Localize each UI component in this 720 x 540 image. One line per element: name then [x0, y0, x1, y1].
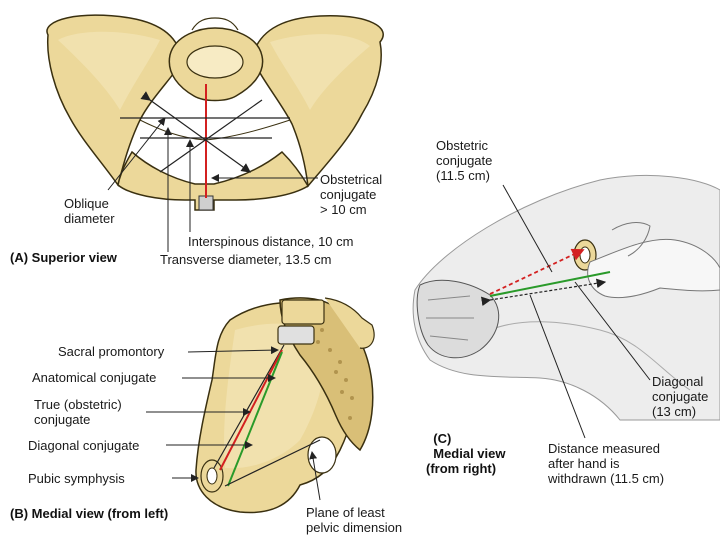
caption-panel-c-view: Medial view (from right) — [426, 446, 506, 476]
anatomical-conjugate-line — [213, 344, 285, 469]
label-true-conjugate: True (obstetric) conjugate — [34, 397, 122, 427]
label-pubic-symphysis: Pubic symphysis — [28, 471, 125, 486]
label-oblique-diameter: Oblique diameter — [64, 196, 115, 226]
label-plane-least-pelvic: Plane of least pelvic dimension — [306, 505, 403, 535]
label-obstetrical-conjugate: Obstetrical conjugate > 10 cm — [320, 172, 383, 217]
label-sacral-promontory: Sacral promontory — [58, 344, 165, 359]
panel-b-illustration — [146, 297, 375, 514]
caption-panel-b: (B) Medial view (from left) — [10, 506, 168, 521]
caption-panel-a: (A) Superior view — [10, 250, 117, 265]
caption-panel-a-letter: (A) — [10, 250, 29, 265]
oblique-line-1 — [140, 91, 251, 173]
caption-panel-c: (C) Medial view (from right) — [426, 416, 505, 476]
true-conjugate-line — [219, 349, 283, 471]
panel-a-pelvis — [46, 14, 384, 252]
panel-c-illustration — [400, 174, 720, 439]
label-anatomical-conjugate: Anatomical conjugate — [32, 370, 157, 385]
pubic-symphysis-a — [198, 195, 214, 211]
caption-panel-b-letter: (B) — [10, 506, 29, 521]
caption-panel-b-view: Medial view (from left) — [31, 506, 169, 521]
least-dimension-line — [224, 439, 321, 487]
label-distance-measured: Distance measured after hand is withdraw… — [548, 441, 665, 486]
oblique-line-2 — [159, 99, 263, 173]
caption-panel-a-view: Superior view — [31, 250, 117, 265]
sacrum-c — [416, 279, 500, 359]
label-obstetric-conjugate-c: Obstetric conjugate (11.5 cm) — [436, 138, 493, 183]
label-transverse-diameter: Transverse diameter, 13.5 cm — [160, 252, 332, 267]
label-diagonal-conjugate-b: Diagonal conjugate — [28, 438, 140, 453]
label-interspinous-distance: Interspinous distance, 10 cm — [188, 234, 354, 249]
label-diagonal-conjugate-c: Diagonal conjugate (13 cm) — [652, 374, 709, 419]
caption-panel-c-letter: (C) — [433, 431, 452, 446]
obturator-foramen — [307, 436, 337, 474]
